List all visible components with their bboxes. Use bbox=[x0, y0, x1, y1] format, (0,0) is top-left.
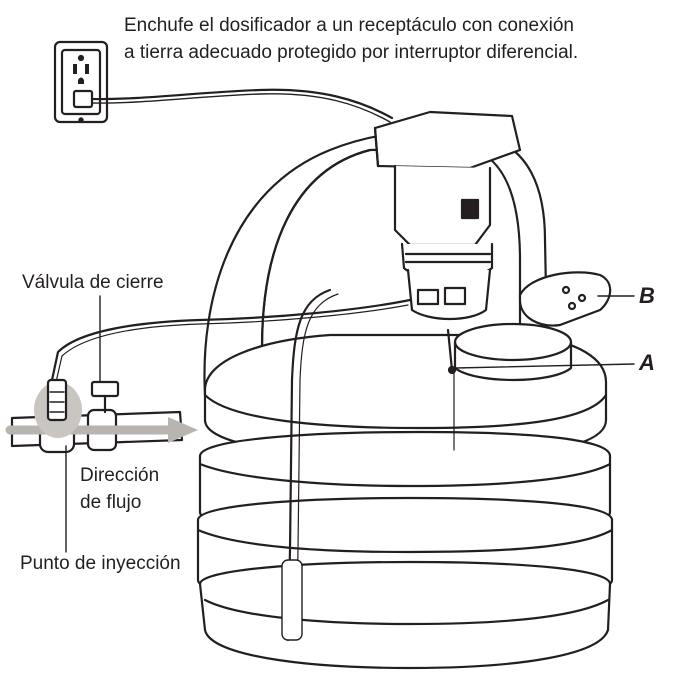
flow-direction-label: Dirección de flujo bbox=[80, 462, 159, 516]
wall-outlet bbox=[53, 40, 109, 124]
plug-instruction-callout: Enchufe el dosificador a un receptáculo … bbox=[124, 12, 578, 66]
plug-instruction-line-1: Enchufe el dosificador a un receptáculo … bbox=[124, 15, 574, 36]
shutoff-valve-label: Válvula de cierre bbox=[22, 272, 164, 293]
suction-tube bbox=[286, 288, 332, 642]
part-a-label: A bbox=[639, 350, 655, 375]
flow-direction-line-2: de flujo bbox=[80, 492, 142, 513]
leader-a bbox=[455, 363, 635, 369]
dosing-pump bbox=[373, 110, 522, 321]
part-b bbox=[518, 271, 612, 327]
flow-direction-arrow bbox=[5, 417, 198, 443]
injection-tubing bbox=[50, 298, 412, 382]
injection-point-fitting bbox=[34, 378, 82, 438]
shutoff-valve bbox=[90, 380, 120, 414]
part-b-label: B bbox=[639, 283, 655, 308]
injection-point-label: Punto de inyección bbox=[20, 553, 181, 574]
flow-direction-line-1: Dirección bbox=[80, 465, 160, 486]
plug-instruction-line-2: a tierra adecuado protegido por interrup… bbox=[124, 42, 579, 63]
power-cord bbox=[90, 88, 394, 120]
